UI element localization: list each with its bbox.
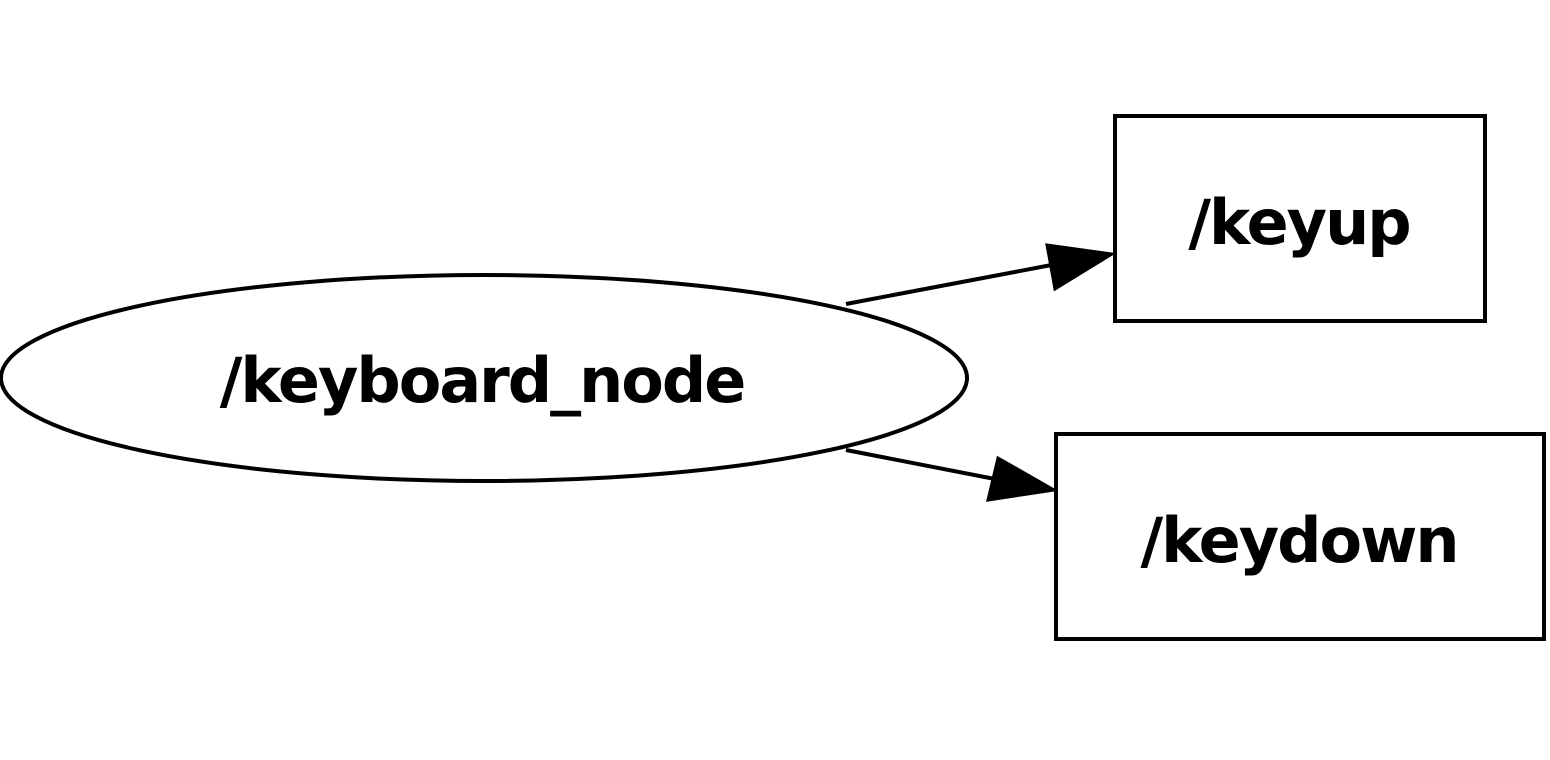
node-label-keyboard-node: /keyboard_node	[220, 344, 745, 417]
node-label-keyup: /keyup	[1188, 186, 1409, 259]
edge-keyboard-node-to-keydown	[845, 448, 1059, 502]
node-ellipse	[0, 273, 969, 483]
node-box	[1054, 432, 1546, 641]
arrowhead-icon	[1045, 243, 1117, 292]
edge-keyboard-node-to-keyup	[845, 243, 1117, 306]
node-keyup[interactable]: /keyup	[1113, 114, 1487, 323]
node-box	[1113, 114, 1487, 323]
node-keydown[interactable]: /keydown	[1054, 432, 1546, 641]
edge-line	[845, 448, 1001, 482]
node-keyboard-node[interactable]: /keyboard_node	[0, 273, 969, 483]
node-label-keydown: /keydown	[1140, 504, 1457, 577]
edge-line	[845, 261, 1063, 306]
arrowhead-icon	[986, 455, 1059, 502]
